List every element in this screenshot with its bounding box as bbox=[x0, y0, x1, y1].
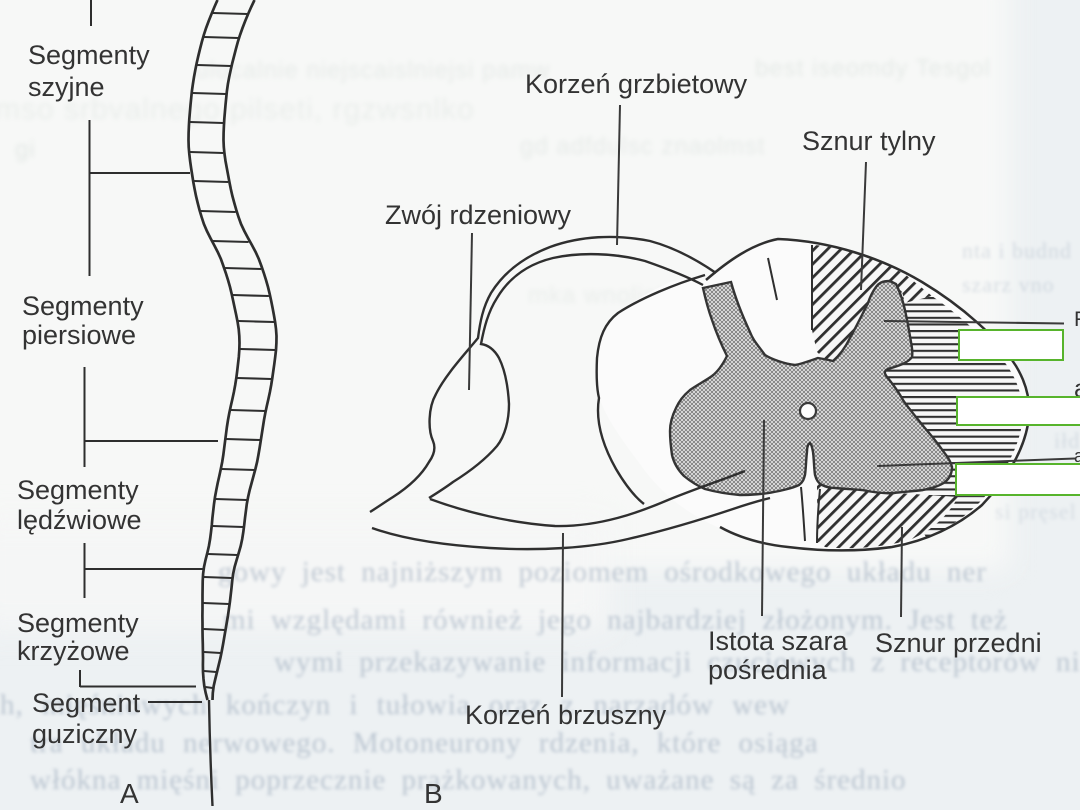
svg-text:a: a bbox=[1074, 375, 1080, 403]
svg-text:R: R bbox=[1074, 308, 1080, 331]
svg-text:a: a bbox=[1074, 446, 1080, 466]
